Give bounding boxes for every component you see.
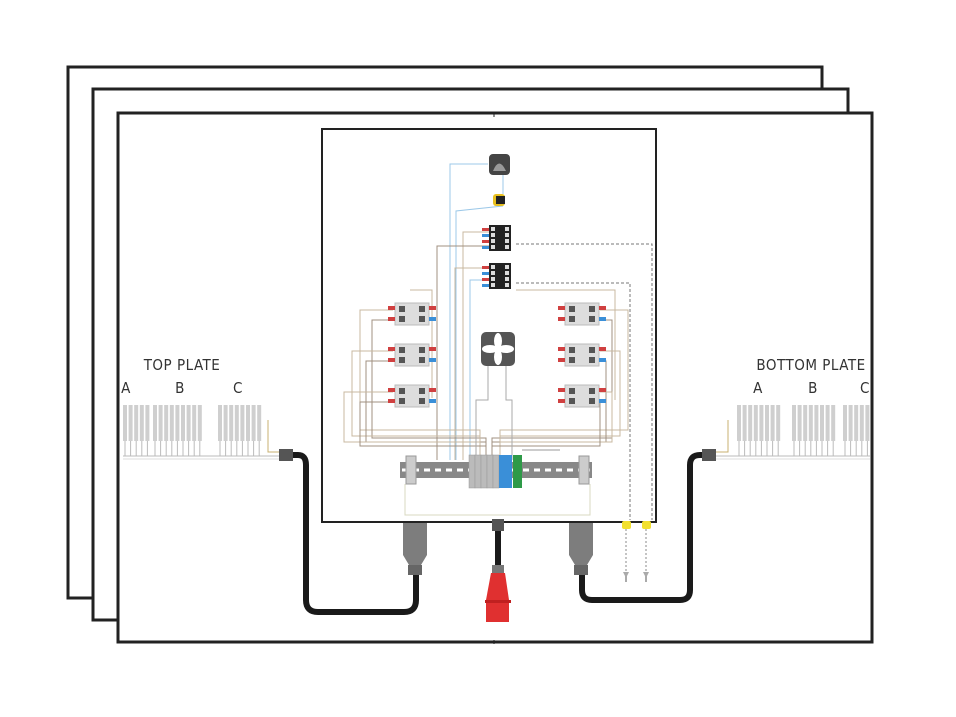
heater-element [223,405,228,441]
terminal-blocks [468,454,522,489]
cable-gland-right [569,523,593,575]
wire [454,267,489,460]
heater-element [240,405,245,441]
heater-element [825,405,830,441]
wire [462,231,489,460]
heater-element [737,405,741,441]
heater-element [843,405,847,441]
heater-element [257,405,262,441]
heater-element [128,405,133,441]
bottom-plate-title: BOTTOM PLATE [756,356,865,374]
terminal-block-earth [513,455,522,488]
solid-state-relay [558,384,606,408]
wire [491,402,601,460]
solid-state-relay [388,384,436,408]
bottom-plate-group-b: B [808,379,818,397]
wire [449,163,488,460]
heater-element [229,405,234,441]
heater-element [234,405,239,441]
heater-element [770,405,775,441]
top-plate-title: TOP PLATE [143,356,221,374]
heater-element [820,405,824,441]
heater-element [169,405,174,441]
relays [388,225,606,408]
top-plate-cable [287,452,419,615]
heater-element [808,405,813,441]
contactor [482,263,511,289]
wiring [343,163,653,520]
terminal-block [486,454,494,489]
wire [404,484,591,516]
heater-element [797,405,802,441]
heater-element [831,405,836,441]
heater-element [753,405,758,441]
heater-element [765,405,769,441]
heater-element [748,405,753,441]
top-plate-group-a: A [121,379,131,397]
heater-element [134,405,139,441]
heater-element [865,405,870,441]
terminal-block [492,454,500,489]
wire [516,282,631,520]
heater-element [814,405,819,441]
heater-element [759,405,764,441]
terminal-block [468,454,476,489]
heater-element [139,405,144,441]
wire [343,391,481,460]
wire [516,289,616,400]
heater-element [218,405,222,441]
bottom-plate-group-a: A [753,379,763,397]
heater-element [123,405,127,441]
heater-element [153,405,157,441]
solid-state-relay [558,302,606,326]
cee-plug-icon [485,519,511,622]
heater-element [776,405,781,441]
heater-element [854,405,859,441]
heater-element [181,405,185,441]
heater-element [859,405,864,441]
bottom-plate-cable [579,452,708,603]
solid-state-relay [388,343,436,367]
wire [516,243,653,520]
contactor [482,225,511,251]
wire [475,366,489,460]
heater-element [145,405,150,441]
heater-element [848,405,853,441]
top-plate-group-c: C [233,379,243,397]
heater-element [803,405,808,441]
heater-element [742,405,747,441]
terminal-block-neutral [499,455,512,488]
wire [359,401,487,460]
heater-element [251,405,256,441]
heater-element [246,405,250,441]
temperature-sensor [622,521,631,582]
heater-element [164,405,169,441]
solid-state-relay [388,302,436,326]
temperature-sensors [622,521,651,582]
cable-connector [279,449,293,461]
wire [499,391,613,460]
heater-element [192,405,197,441]
heater-element [792,405,796,441]
cable-connector [702,449,716,461]
terminal-block [480,454,488,489]
solid-state-relay [558,343,606,367]
top-plate-group-b: B [175,379,185,397]
temperature-sensor [642,521,651,582]
heater-element [158,405,163,441]
terminal-block [474,454,482,489]
fan-icon [481,332,515,366]
bottom-plate-group-c: C [860,379,870,397]
wire [505,366,513,460]
heater-elements [123,405,870,461]
heater-element [175,405,180,441]
heater-element [197,405,202,441]
wire [455,205,504,460]
heater-element [186,405,191,441]
wire [436,245,489,460]
cable-gland-left [403,523,427,575]
